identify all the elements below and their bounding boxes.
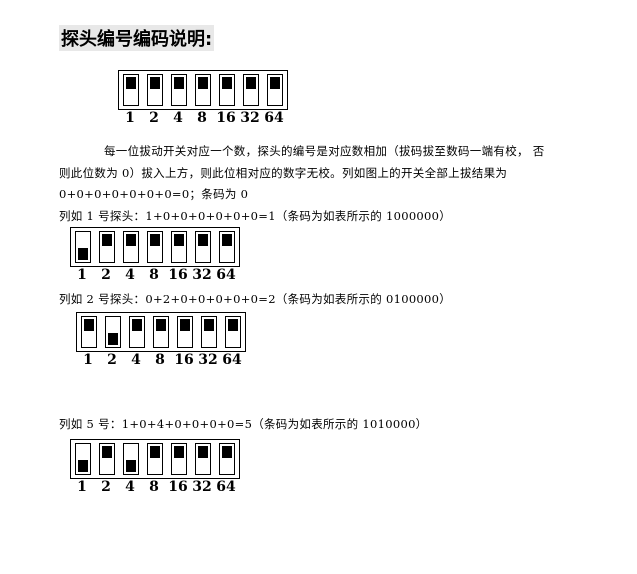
dip-switch bbox=[219, 231, 235, 263]
dip-switch bbox=[267, 74, 283, 106]
dip-switch-housing bbox=[70, 439, 240, 479]
switch-label: 16 bbox=[168, 267, 188, 283]
dip-switch bbox=[147, 74, 163, 106]
switch-label: 64 bbox=[222, 352, 242, 368]
paragraph-line: 每一位拔动开关对应一个数，探头的编号是对应数相加（拔码拔至数码一端有校， 否 bbox=[104, 144, 545, 158]
dip-switch bbox=[123, 231, 139, 263]
dip-switch bbox=[177, 316, 193, 348]
switch-label: 32 bbox=[198, 352, 218, 368]
switch-knob bbox=[180, 319, 190, 331]
switch-label: 1 bbox=[125, 110, 135, 126]
switch-label: 2 bbox=[101, 479, 111, 495]
dip-switch bbox=[195, 74, 211, 106]
switch-label: 64 bbox=[216, 267, 236, 283]
example-text: 列如 2 号探头：0+2+0+0+0+0+0=2（条码为如表所示的 010000… bbox=[59, 292, 452, 306]
dip-switch bbox=[123, 74, 139, 106]
switch-knob bbox=[174, 77, 184, 89]
switch-knob bbox=[126, 77, 136, 89]
switch-label: 4 bbox=[125, 267, 135, 283]
switch-knob bbox=[270, 77, 280, 89]
dip-switch bbox=[81, 316, 97, 348]
switch-knob bbox=[228, 319, 238, 331]
switch-label: 16 bbox=[174, 352, 194, 368]
switch-label: 2 bbox=[107, 352, 117, 368]
switch-label: 64 bbox=[216, 479, 236, 495]
switch-knob bbox=[222, 77, 232, 89]
dip-switch bbox=[171, 443, 187, 475]
paragraph-line: 则此位数为 0）拔入上方，则此位相对应的数字无校。列如图上的开关全部上拔结果为 bbox=[59, 166, 508, 180]
switch-knob bbox=[222, 234, 232, 246]
dip-switch bbox=[129, 316, 145, 348]
switch-label: 16 bbox=[216, 110, 236, 126]
switch-label: 8 bbox=[149, 267, 159, 283]
switch-knob bbox=[150, 77, 160, 89]
dip-switch bbox=[219, 74, 235, 106]
switch-label: 32 bbox=[192, 479, 212, 495]
switch-label: 4 bbox=[131, 352, 141, 368]
dip-switch bbox=[75, 443, 91, 475]
dip-switch bbox=[99, 231, 115, 263]
switch-knob bbox=[126, 460, 136, 472]
dip-switch bbox=[219, 443, 235, 475]
switch-label: 2 bbox=[149, 110, 159, 126]
dip-switch bbox=[99, 443, 115, 475]
dip-switch bbox=[201, 316, 217, 348]
switch-knob bbox=[150, 234, 160, 246]
switch-label: 32 bbox=[192, 267, 212, 283]
switch-knob bbox=[132, 319, 142, 331]
switch-knob bbox=[108, 333, 118, 345]
switch-knob bbox=[78, 460, 88, 472]
switch-knob bbox=[156, 319, 166, 331]
dip-switch-housing bbox=[70, 227, 240, 267]
switch-label: 1 bbox=[77, 479, 87, 495]
switch-knob bbox=[78, 248, 88, 260]
example-text: 列如 5 号：1+0+4+0+0+0+0=5（条码为如表所示的 1010000） bbox=[59, 417, 428, 431]
switch-label: 8 bbox=[149, 479, 159, 495]
dip-switch-housing bbox=[118, 70, 288, 110]
page-title: 探头编号编码说明: bbox=[59, 25, 215, 51]
dip-switch bbox=[75, 231, 91, 263]
switch-knob bbox=[84, 319, 94, 331]
switch-label: 4 bbox=[125, 479, 135, 495]
switch-knob bbox=[102, 446, 112, 458]
paragraph-line: 0+0+0+0+0+0+0=0；条码为 0 bbox=[59, 187, 249, 201]
switch-label: 1 bbox=[77, 267, 87, 283]
dip-switch bbox=[225, 316, 241, 348]
dip-switch bbox=[147, 443, 163, 475]
switch-knob bbox=[204, 319, 214, 331]
switch-label: 8 bbox=[197, 110, 207, 126]
switch-label: 2 bbox=[101, 267, 111, 283]
switch-knob bbox=[150, 446, 160, 458]
switch-knob bbox=[174, 234, 184, 246]
switch-label: 4 bbox=[173, 110, 183, 126]
dip-switch bbox=[171, 74, 187, 106]
switch-knob bbox=[198, 234, 208, 246]
switch-label: 64 bbox=[264, 110, 284, 126]
dip-switch bbox=[147, 231, 163, 263]
switch-knob bbox=[102, 234, 112, 246]
switch-label: 16 bbox=[168, 479, 188, 495]
switch-knob bbox=[246, 77, 256, 89]
dip-switch bbox=[195, 231, 211, 263]
switch-knob bbox=[222, 446, 232, 458]
dip-switch bbox=[153, 316, 169, 348]
switch-label: 1 bbox=[83, 352, 93, 368]
dip-switch-housing bbox=[76, 312, 246, 352]
dip-switch bbox=[105, 316, 121, 348]
switch-knob bbox=[198, 77, 208, 89]
dip-switch bbox=[123, 443, 139, 475]
dip-switch bbox=[243, 74, 259, 106]
dip-switch bbox=[195, 443, 211, 475]
switch-knob bbox=[174, 446, 184, 458]
switch-label: 8 bbox=[155, 352, 165, 368]
switch-knob bbox=[126, 234, 136, 246]
example-text: 列如 1 号探头：1+0+0+0+0+0+0=1（条码为如表所示的 100000… bbox=[59, 209, 452, 223]
switch-label: 32 bbox=[240, 110, 260, 126]
switch-knob bbox=[198, 446, 208, 458]
dip-switch bbox=[171, 231, 187, 263]
